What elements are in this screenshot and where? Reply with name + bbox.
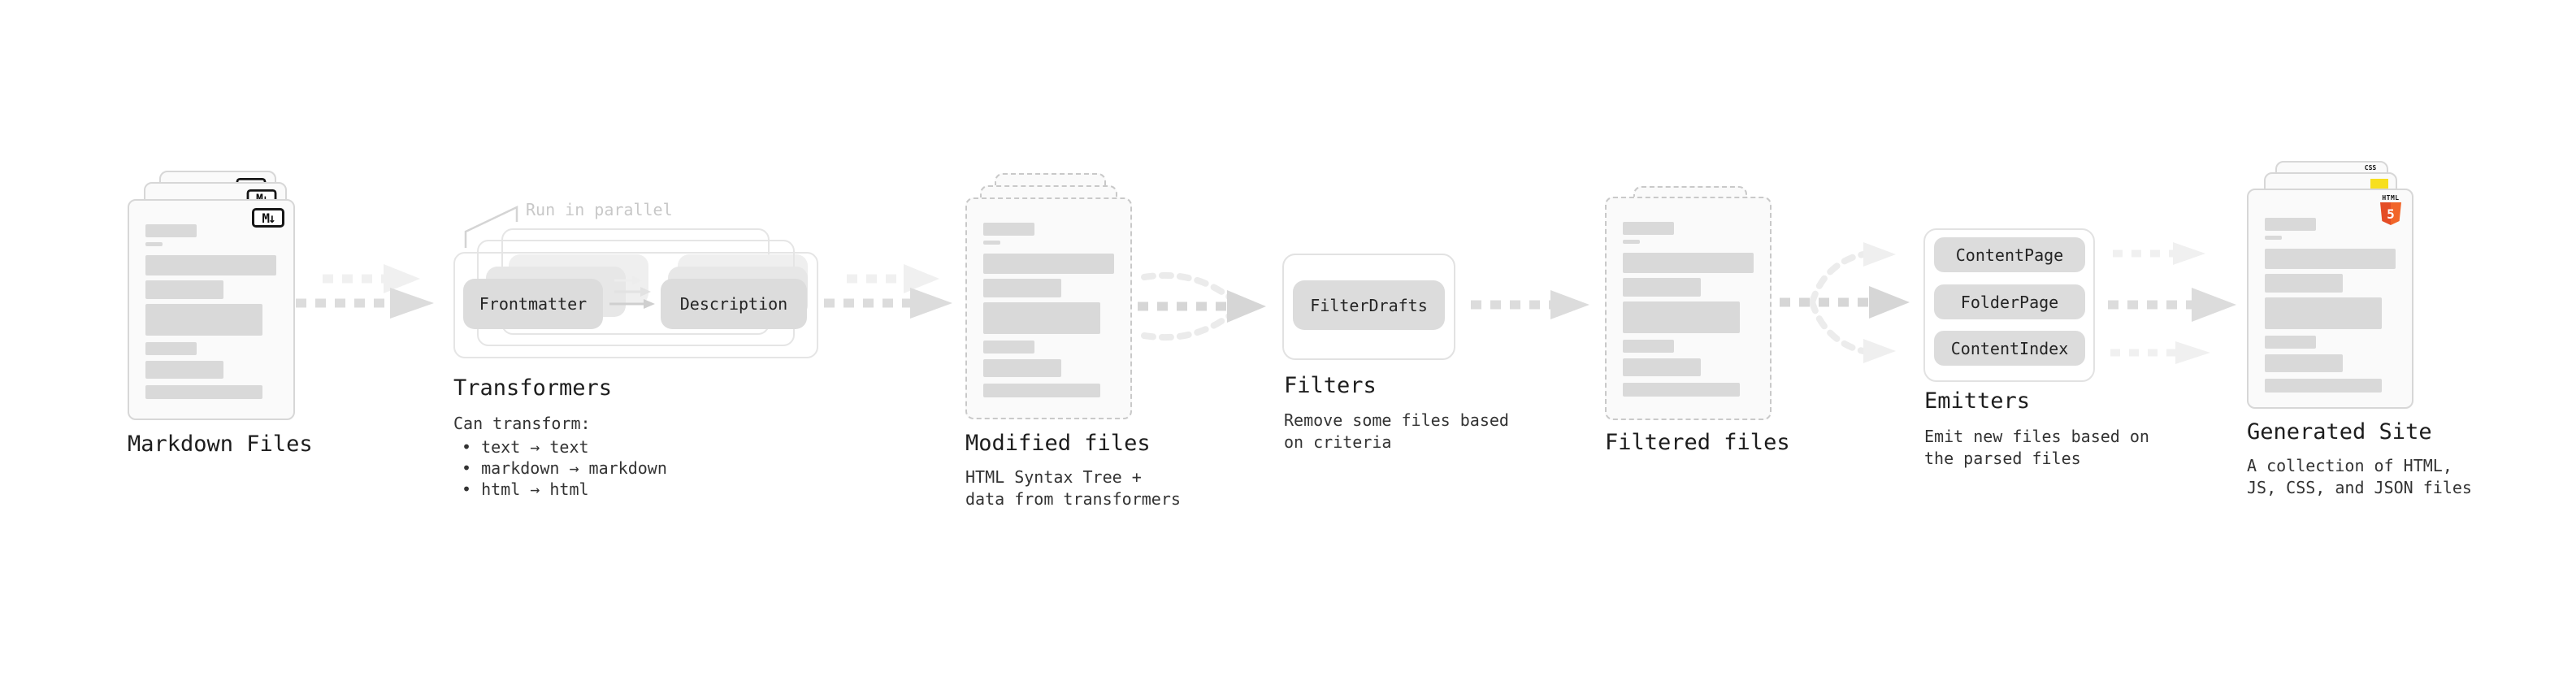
- markdown-files-title: Markdown Files: [128, 432, 313, 457]
- markdown-icon: M↓: [252, 208, 284, 228]
- contentindex-pill: ContentIndex: [1934, 331, 2085, 366]
- markdown-file-card-front: M↓: [128, 199, 295, 420]
- arrow-transformers-to-modified: [824, 264, 952, 319]
- transformers-caption-heading: Can transform:: [453, 414, 591, 433]
- text-placeholder-bars: [145, 224, 276, 399]
- arrow-markdown-to-transformers: [296, 264, 434, 319]
- filters-caption: Remove some files based on criteria: [1284, 410, 1509, 452]
- emitters-caption: Emit new files based on the parsed files: [1924, 427, 2149, 468]
- arrow-filtered-to-emitters-split: [1780, 242, 1910, 363]
- arrow-filters-to-filtered: [1471, 290, 1589, 319]
- html5-icon: HTML 5: [2379, 194, 2402, 225]
- folderpage-pill: FolderPage: [1934, 284, 2085, 319]
- filterdrafts-pill: FilterDrafts: [1293, 280, 1445, 330]
- transformers-title: Transformers: [453, 375, 613, 401]
- modified-files-caption: HTML Syntax Tree + data from transformer…: [965, 467, 1181, 509]
- arrows-emitters-to-site: [2108, 242, 2236, 364]
- bullet-item: • markdown → markdown: [462, 458, 667, 478]
- modified-file-card-front: [965, 197, 1132, 419]
- modified-files-title: Modified files: [965, 431, 1151, 456]
- filtered-file-card-front: [1605, 197, 1772, 420]
- description-pill: Description: [661, 279, 807, 329]
- annotation-bracket: [464, 206, 518, 248]
- site-file-card-html: HTML 5: [2247, 189, 2413, 409]
- text-placeholder-bars: [983, 223, 1114, 397]
- bullet-item: • html → html: [462, 479, 589, 499]
- bullet-item: • text → text: [462, 437, 589, 457]
- pill-flow-arrows: [609, 275, 655, 309]
- filters-title: Filters: [1284, 373, 1377, 398]
- arrow-modified-to-filters-merge: [1138, 271, 1266, 341]
- transformers-bullet-list: • text → text • markdown → markdown • ht…: [462, 436, 667, 500]
- generated-site-title: Generated Site: [2247, 419, 2432, 445]
- emitters-title: Emitters: [1924, 388, 2031, 414]
- generated-site-caption: A collection of HTML, JS, CSS, and JSON …: [2247, 456, 2472, 497]
- filtered-files-title: Filtered files: [1605, 430, 1790, 455]
- javascript-icon: [2370, 179, 2388, 189]
- text-placeholder-bars: [2265, 218, 2396, 393]
- frontmatter-pill: Frontmatter: [463, 279, 603, 329]
- text-placeholder-bars: [1623, 222, 1754, 397]
- transformer-box-front: [453, 252, 818, 358]
- run-in-parallel-label: Run in parallel: [526, 200, 673, 219]
- contentpage-pill: ContentPage: [1934, 237, 2085, 272]
